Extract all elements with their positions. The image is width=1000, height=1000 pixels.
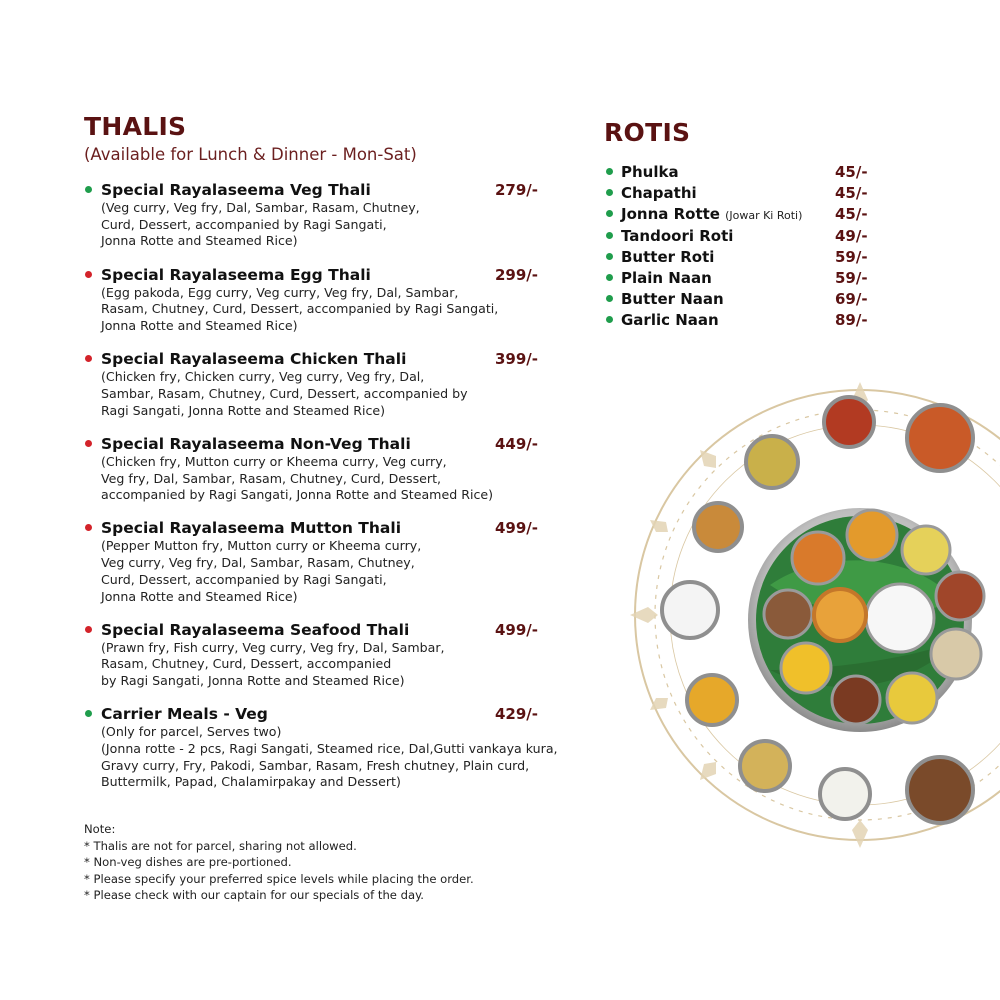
roti-item-note: (Jowar Ki Roti): [725, 209, 803, 223]
thali-item-description: (Egg pakoda, Egg curry, Veg curry, Veg f…: [101, 284, 499, 334]
roti-item-name: Tandoori Roti: [621, 226, 734, 245]
diet-dot-icon: [85, 710, 92, 718]
veg-dot-icon: [606, 252, 613, 260]
diet-dot-icon: [85, 439, 92, 447]
note-line: * Thalis are not for parcel, sharing not…: [84, 838, 357, 853]
note-line: * Non-veg dishes are pre-portioned.: [84, 855, 292, 869]
roti-list: Phulka 45/- Chapathi 45/- Jonna Rotte (J…: [604, 162, 874, 332]
roti-item: Butter Roti 59/-: [604, 247, 874, 268]
roti-item-price: 49/-: [835, 226, 868, 245]
thali-item-description: (Chicken fry, Chicken curry, Veg curry, …: [101, 369, 468, 418]
thali-item-price: 499/-: [495, 620, 539, 639]
veg-dot-icon: [606, 210, 613, 218]
outer-bowls: [660, 395, 975, 825]
note-line: * Please specify your preferred spice le…: [84, 871, 474, 886]
note-line: * Please check with our captain for our …: [84, 888, 424, 902]
thali-item-name: Special Rayalaseema Chicken Thali: [101, 350, 407, 369]
plate-bowls: [762, 508, 986, 726]
thali-platter-illustration: [630, 382, 1000, 848]
notes-heading: Note:: [84, 822, 116, 836]
roti-item-price: 69/-: [835, 290, 868, 309]
rotis-section: ROTIS Phulka 45/- Chapathi 45/- Jonna Ro…: [604, 118, 874, 332]
thali-item-description: (Only for parcel, Serves two) (Jonna rot…: [101, 724, 558, 790]
thali-item-price: 279/-: [495, 181, 539, 199]
roti-item-price: 89/-: [835, 311, 868, 330]
thali-item: Special Rayalaseema Non-Veg Thali 449/- …: [84, 434, 594, 504]
thali-item-description: (Pepper Mutton fry, Mutton curry or Khee…: [101, 538, 422, 604]
veg-dot-icon: [606, 295, 613, 303]
roti-item: Plain Naan 59/-: [604, 268, 874, 289]
thali-item-price: 299/-: [495, 265, 539, 284]
thali-item: Special Rayalaseema Egg Thali 299/- (Egg…: [84, 265, 594, 335]
roti-item-price: 45/-: [835, 205, 868, 224]
roti-item-name: Plain Naan: [621, 268, 712, 287]
roti-item-name: Chapathi: [621, 184, 697, 203]
thali-item-price: 499/-: [495, 519, 539, 538]
thalis-section: THALIS (Available for Lunch & Dinner - M…: [84, 112, 594, 806]
veg-dot-icon: [606, 316, 613, 324]
roti-item: Chapathi 45/-: [604, 183, 874, 204]
thali-item-header: Special Rayalaseema Non-Veg Thali 449/-: [85, 434, 594, 454]
veg-dot-icon: [606, 231, 613, 239]
thali-item-description: (Prawn fry, Fish curry, Veg curry, Veg f…: [101, 639, 445, 689]
diet-dot-icon: [85, 270, 92, 278]
roti-item-name: Phulka: [621, 163, 679, 181]
roti-item-name: Butter Naan: [621, 290, 724, 309]
thalis-title: THALIS: [84, 112, 187, 141]
roti-item: Jonna Rotte (Jowar Ki Roti) 45/-: [604, 204, 874, 225]
roti-item: Butter Naan 69/-: [604, 289, 874, 310]
roti-item-name: Garlic Naan: [621, 311, 719, 330]
roti-item-name: Butter Roti: [621, 247, 715, 266]
roti-item-price: 45/-: [835, 163, 868, 181]
roti-item-price: 45/-: [835, 184, 868, 203]
roti-item: Garlic Naan 89/-: [604, 310, 874, 331]
thali-item-header: Special Rayalaseema Seafood Thali 499/-: [85, 620, 594, 640]
roti-item-price: 59/-: [835, 247, 868, 266]
thali-item: Special Rayalaseema Seafood Thali 499/- …: [84, 620, 594, 690]
thali-item-name: Special Rayalaseema Egg Thali: [101, 265, 371, 284]
diet-dot-icon: [85, 355, 92, 363]
veg-dot-icon: [606, 189, 613, 197]
veg-dot-icon: [606, 168, 613, 175]
thali-item-header: Special Rayalaseema Chicken Thali 399/-: [85, 349, 594, 369]
thali-item: Special Rayalaseema Mutton Thali 499/- (…: [84, 518, 594, 605]
notes-section: Note: * Thalis are not for parcel, shari…: [84, 821, 474, 904]
thali-item: Special Rayalaseema Veg Thali 279/- (Veg…: [84, 180, 594, 250]
thali-item-price: 449/-: [495, 434, 539, 453]
diet-dot-icon: [85, 524, 92, 532]
thali-item-name: Special Rayalaseema Non-Veg Thali: [101, 434, 411, 453]
thalis-subtitle: (Available for Lunch & Dinner - Mon-Sat): [84, 145, 417, 164]
thali-item-header: Special Rayalaseema Veg Thali 279/-: [85, 180, 594, 200]
thali-item-price: 399/-: [495, 350, 539, 369]
thali-item-name: Special Rayalaseema Mutton Thali: [101, 519, 402, 538]
thali-item: Carrier Meals - Veg 429/- (Only for parc…: [84, 704, 594, 791]
thali-item-header: Carrier Meals - Veg 429/-: [85, 704, 594, 724]
diet-dot-icon: [85, 625, 92, 633]
thali-item-name: Special Rayalaseema Seafood Thali: [101, 620, 410, 639]
thali-item-header: Special Rayalaseema Egg Thali 299/-: [85, 265, 594, 285]
thali-item-header: Special Rayalaseema Mutton Thali 499/-: [85, 518, 594, 538]
roti-item-price: 59/-: [835, 268, 868, 287]
thali-item-description: (Chicken fry, Mutton curry or Kheema cur…: [101, 453, 494, 503]
thali-item: Special Rayalaseema Chicken Thali 399/- …: [84, 349, 594, 419]
thali-list: Special Rayalaseema Veg Thali 279/- (Veg…: [84, 180, 594, 791]
diet-dot-icon: [85, 186, 92, 193]
roti-item: Phulka 45/-: [604, 162, 874, 183]
roti-item: Tandoori Roti 49/-: [604, 226, 874, 247]
veg-dot-icon: [606, 273, 613, 281]
thali-item-price: 429/-: [495, 705, 539, 724]
roti-item-name: Jonna Rotte: [621, 205, 720, 224]
rotis-title: ROTIS: [604, 118, 691, 147]
jilebi-dessert: [812, 587, 868, 643]
thali-item-name: Carrier Meals - Veg: [101, 705, 268, 724]
thali-item-description: (Veg curry, Veg fry, Dal, Sambar, Rasam,…: [101, 200, 420, 249]
thali-item-name: Special Rayalaseema Veg Thali: [101, 181, 371, 199]
